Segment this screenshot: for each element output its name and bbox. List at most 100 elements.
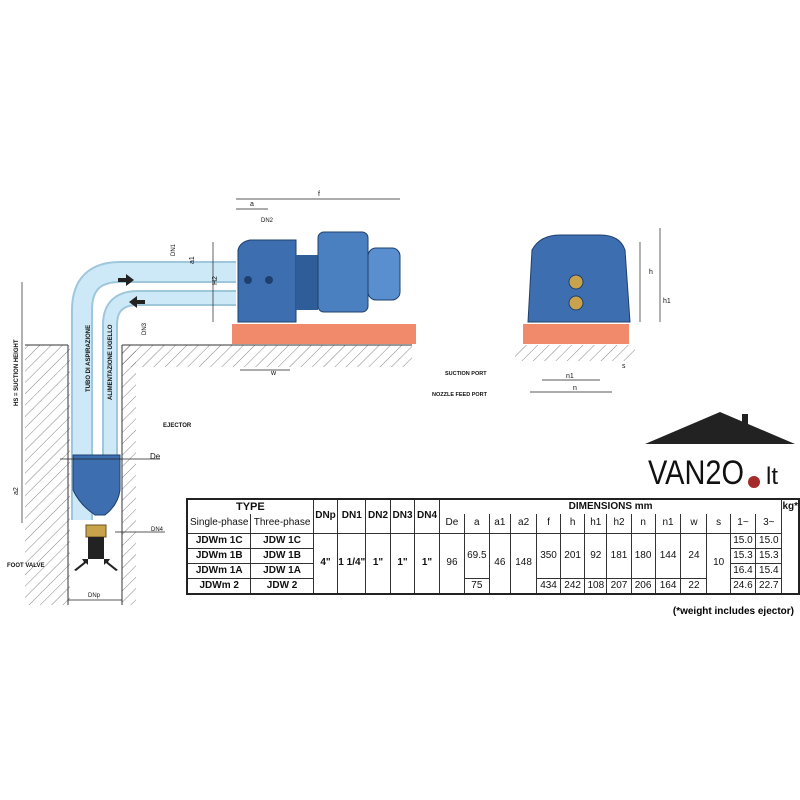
pump-front-view	[527, 234, 631, 323]
cell-s: 10	[706, 532, 731, 594]
suction-port-label: SUCTION PORT	[445, 371, 487, 377]
col-dn3: DN3	[389, 498, 416, 534]
cell-single: JDWm 1A	[186, 562, 252, 579]
cell-a: 75	[464, 577, 490, 594]
col-a2: a2	[510, 514, 537, 534]
cell-kg1: 24.6	[729, 577, 757, 594]
dim-a: a	[250, 201, 254, 208]
cell-n: 180	[630, 532, 656, 579]
dim-dnp: DNp	[88, 593, 101, 599]
dim-s: s	[622, 363, 626, 370]
col-a: a	[464, 514, 490, 534]
cell-a1: 46	[488, 532, 512, 594]
cell-dnp: 4"	[312, 532, 339, 594]
dim-f: f	[318, 191, 320, 198]
cell-a: 69.5	[464, 532, 490, 579]
nozzle-feed-port-label: NOZZLE FEED PORT	[432, 392, 488, 398]
cell-kg1: 16.4	[729, 562, 757, 579]
cell-f: 434	[535, 577, 562, 594]
cell-three: JDW 2	[250, 577, 314, 594]
pipes	[71, 261, 236, 520]
cell-n: 206	[630, 577, 656, 594]
cell-h2: 181	[606, 532, 632, 579]
col-a1: a1	[488, 514, 512, 534]
cell-h1: 92	[584, 532, 608, 579]
cell-single: JDWm 1B	[186, 547, 252, 564]
col-dn2: DN2	[365, 498, 391, 534]
foot-valve	[85, 524, 107, 538]
weight-header: kg*	[781, 498, 800, 514]
suction-height-label: HS = SUCTION HEIGHT	[14, 339, 20, 406]
cell-kg1: 15.0	[729, 532, 757, 549]
cell-de: 96	[438, 532, 466, 594]
col-n: n	[630, 514, 656, 534]
table-row: JDWm 2 JDW 2 75 434 242 108 207 206 164 …	[186, 577, 799, 594]
cell-n1: 164	[654, 577, 682, 594]
cell-three: JDW 1A	[250, 562, 314, 579]
cell-single: JDWm 1C	[186, 532, 252, 549]
dimensions-header: DIMENSIONS mm	[438, 498, 783, 514]
dimension-lines	[21, 198, 661, 601]
cell-dn4: 1"	[414, 532, 440, 594]
cell-kg3: 15.3	[755, 547, 783, 564]
dim-n: n	[573, 385, 577, 392]
dim-dn3: DN3	[142, 322, 148, 335]
col-n1: n1	[654, 514, 682, 534]
pump-base	[232, 324, 416, 344]
cell-f: 350	[535, 532, 562, 579]
dim-de: De	[150, 452, 161, 461]
inflow-arrow-icon	[104, 559, 118, 571]
type-header: TYPE	[186, 498, 314, 514]
cell-h1: 108	[584, 577, 608, 594]
cell-kg3: 15.0	[755, 532, 783, 549]
cell-h: 201	[560, 532, 586, 579]
table-row: JDWm 1C JDW 1C 4" 1 1/4" 1" 1" 1" 96 69.…	[186, 532, 799, 594]
cell-a2: 148	[510, 532, 537, 594]
single-phase-header: Single-phase	[186, 514, 252, 534]
weight-note: (*weight includes ejector)	[672, 606, 794, 617]
col-h: h	[560, 514, 586, 534]
dimensions-table: TYPE DNp DN1 DN2 DN3 DN4 DIMENSIONS mm k…	[186, 498, 800, 595]
col-s: s	[706, 514, 731, 534]
cell-h: 242	[560, 577, 586, 594]
cell-h2: 207	[606, 577, 632, 594]
nozzle-pipe-label: ALIMENTAZIONE UGELLO	[108, 324, 114, 400]
inflow-arrow-icon	[74, 559, 88, 571]
col-dnp: DNp	[312, 498, 339, 534]
col-dn4: DN4	[414, 498, 440, 534]
cell-three: JDW 1C	[250, 532, 314, 549]
flow-arrow-right-icon	[118, 274, 134, 286]
col-h2: h2	[606, 514, 632, 534]
dim-n1: n1	[566, 373, 574, 380]
svg-text:VAN2O: VAN2O	[648, 454, 744, 492]
three-phase-header: Three-phase	[250, 514, 314, 534]
cell-n1: 144	[654, 532, 682, 579]
svg-text:lt: lt	[766, 463, 778, 490]
cell-dn3: 1"	[389, 532, 416, 594]
dim-h1: h1	[663, 298, 671, 305]
dim-dn1: DN1	[171, 243, 177, 256]
foot-valve-label: FOOT VALVE	[7, 563, 44, 569]
cell-dn2: 1"	[365, 532, 391, 594]
cell-kg1: 15.3	[729, 547, 757, 564]
cell-single: JDWm 2	[186, 577, 252, 594]
dim-w: w	[270, 370, 277, 377]
dim-dn4: DN4	[151, 527, 164, 533]
flow-arrow-left-icon	[129, 296, 145, 308]
dim-a2: a2	[13, 487, 20, 495]
dim-a1: a1	[189, 256, 196, 264]
cell-kg3: 22.7	[755, 577, 783, 594]
col-de: De	[438, 514, 466, 534]
pump-base-front	[523, 324, 629, 344]
ground-hatch	[25, 344, 635, 605]
col-w: w	[680, 514, 708, 534]
suction-pipe-label: TUBO DI ASPIRAZIONE	[86, 325, 92, 392]
col-dn1: DN1	[337, 498, 367, 534]
cell-three: JDW 1B	[250, 547, 314, 564]
col-f: f	[535, 514, 562, 534]
col-kg-1ph: 1~	[729, 514, 757, 534]
cell-w: 24	[680, 532, 708, 579]
table-row: JDWm 1A JDW 1A 16.4 15.4	[186, 562, 799, 579]
